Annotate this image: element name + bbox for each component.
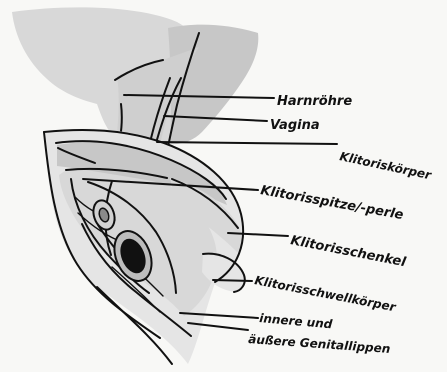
label-aeussere-genitallippen: äußere Genitallippen (248, 332, 391, 356)
label-klitoriskoerper: Klitoriskörper (338, 149, 433, 182)
label-klitorisschenkel: Klitorisschenkel (289, 233, 407, 270)
label-harnroehre: Harnröhre (277, 94, 352, 109)
leader-klitoriskoerper (157, 142, 337, 144)
upper-right-mass (168, 25, 258, 145)
label-klitorisspitze: Klitorisspitze/-perle (259, 183, 404, 223)
label-klitorisschwellkoerper: Klitorisschwellkörper (253, 273, 397, 314)
leader-klitorisschwellkoerper (213, 280, 252, 281)
label-innere-und: innere und (259, 311, 334, 331)
label-vagina: Vagina (270, 118, 320, 133)
